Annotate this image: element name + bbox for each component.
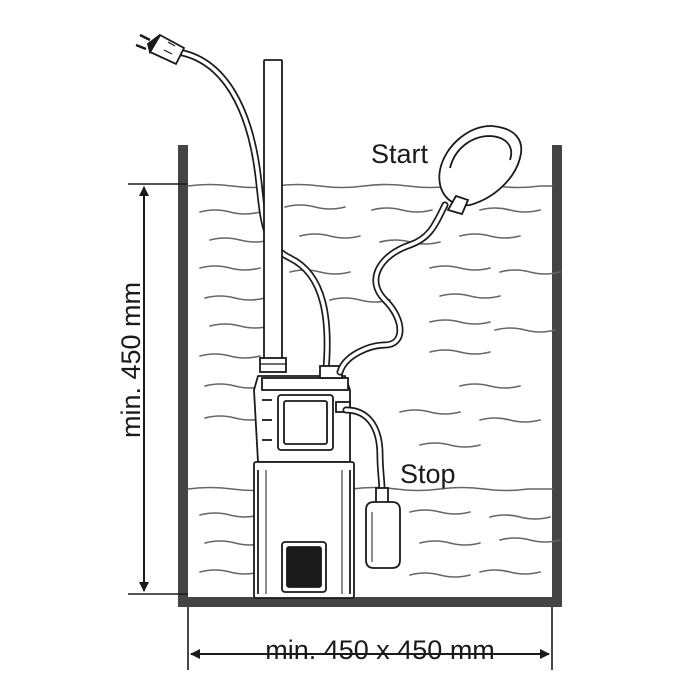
wave (429, 319, 491, 325)
start-label: Start (371, 139, 429, 169)
wave (399, 409, 461, 415)
power-cord (174, 48, 331, 374)
discharge-pipe (259, 59, 287, 373)
wave (429, 265, 491, 271)
wave (199, 569, 261, 575)
wave (459, 233, 521, 239)
power-cable-inner (176, 50, 329, 372)
wave (499, 269, 561, 275)
width-label: min. 450 x 450 mm (265, 635, 495, 665)
power-cable (174, 48, 331, 374)
start-float (438, 125, 523, 216)
wave (479, 417, 541, 423)
sump-pit (178, 145, 562, 607)
wave (199, 209, 261, 215)
water-surface-stop (187, 486, 553, 492)
pit-floor (178, 597, 562, 607)
wave (419, 540, 481, 546)
float-switch-cable (336, 201, 449, 496)
wave (289, 269, 351, 275)
wave (439, 293, 501, 299)
wave (209, 237, 271, 243)
right-wall (552, 145, 562, 607)
stop-float (365, 487, 401, 569)
wave (409, 572, 471, 578)
wave (209, 323, 271, 329)
wave (199, 512, 261, 518)
wave (479, 207, 541, 213)
wave (204, 295, 266, 301)
wave (371, 207, 433, 213)
wave (199, 353, 261, 359)
left-wall (178, 145, 188, 607)
wave (419, 442, 481, 448)
wave (329, 297, 391, 303)
wave (299, 233, 361, 239)
stop-label: Stop (400, 459, 456, 489)
wave (479, 569, 541, 575)
wave (284, 204, 346, 210)
wave (459, 383, 521, 389)
pump-body (253, 365, 355, 599)
water (187, 183, 561, 578)
plug-icon (135, 33, 186, 66)
wave (499, 537, 561, 543)
height-label: min. 450 mm (116, 282, 146, 438)
wave (429, 349, 491, 355)
dimension-lines (128, 183, 553, 670)
wave (199, 265, 261, 271)
wave (494, 327, 556, 333)
wave (409, 509, 471, 515)
wave (489, 514, 551, 520)
